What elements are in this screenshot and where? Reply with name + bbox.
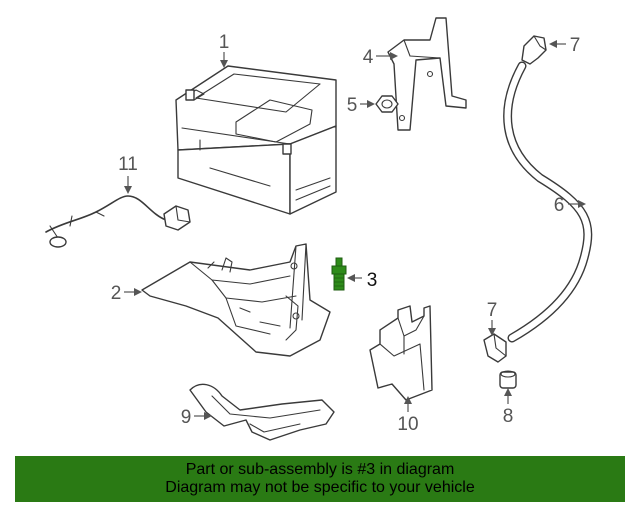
grommet-part[interactable] [499,370,517,389]
callout-7-upper: 7 [570,35,581,56]
callout-4: 4 [363,47,374,68]
callout-1: 1 [219,32,230,53]
battery-part[interactable] [175,65,337,215]
parts-diagram: 1 2 3 4 5 6 7 7 8 9 10 11 [45,17,593,441]
mounting-bracket-part[interactable] [387,17,467,131]
callout-6: 6 [554,195,565,216]
callout-8: 8 [503,406,514,427]
hose-connector-lower-part[interactable] [483,333,507,363]
wiring-harness-part[interactable] [45,195,191,248]
notice-banner: Part or sub-assembly is #3 in diagram Di… [15,456,625,502]
callout-5: 5 [347,95,358,116]
hose-connector-upper-part[interactable] [521,35,547,65]
notice-line-1: Part or sub-assembly is #3 in diagram [185,461,455,478]
callout-leaders [124,40,586,420]
callout-10: 10 [397,414,418,435]
battery-cover-part[interactable] [369,305,433,401]
lower-brace-part[interactable] [189,383,335,441]
callout-9: 9 [181,407,192,428]
callout-11: 11 [118,154,138,175]
vent-hose-part[interactable] [503,61,593,343]
notice-line-2: Diagram may not be specific to your vehi… [165,479,475,496]
callout-3: 3 [367,270,378,291]
callout-7-lower: 7 [487,300,498,321]
bolt-part-highlighted[interactable] [331,257,347,291]
battery-tray-part[interactable] [141,243,331,357]
nut-part[interactable] [375,95,399,113]
callout-2: 2 [111,283,122,304]
